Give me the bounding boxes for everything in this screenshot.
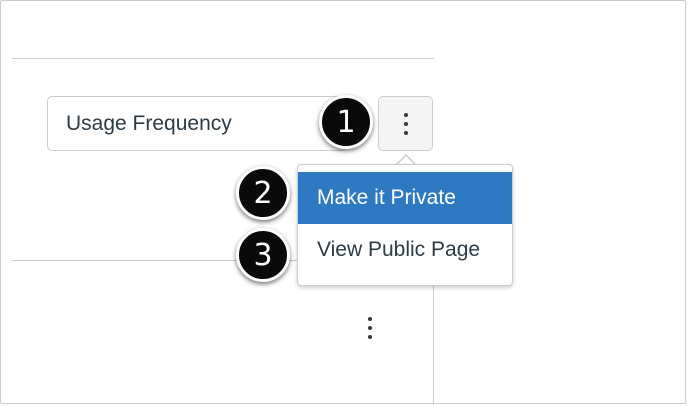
- divider-top: [12, 58, 434, 59]
- sort-select-value: Usage Frequency: [66, 111, 232, 135]
- menu-item-view-public-page[interactable]: View Public Page: [298, 224, 512, 276]
- callout-number: 3: [253, 237, 273, 273]
- callout-badge-1: 1: [319, 95, 373, 149]
- options-dropdown-menu: Make it Private View Public Page: [297, 164, 513, 286]
- callout-number: 2: [253, 175, 273, 211]
- divider-vertical: [433, 285, 434, 405]
- kebab-vertical-icon: [368, 317, 372, 339]
- row-options-button[interactable]: [360, 308, 380, 348]
- sort-select[interactable]: Usage Frequency: [47, 96, 347, 151]
- callout-badge-2: 2: [236, 166, 290, 220]
- kebab-vertical-icon: [403, 112, 408, 135]
- menu-item-label: Make it Private: [317, 186, 456, 209]
- divider-middle: [12, 260, 434, 261]
- menu-pointer-fill: [397, 156, 415, 165]
- callout-badge-3: 3: [236, 228, 290, 282]
- menu-item-make-private[interactable]: Make it Private: [298, 172, 512, 224]
- menu-item-label: View Public Page: [317, 238, 481, 261]
- callout-number: 1: [336, 104, 356, 140]
- options-menu-button[interactable]: [378, 96, 433, 151]
